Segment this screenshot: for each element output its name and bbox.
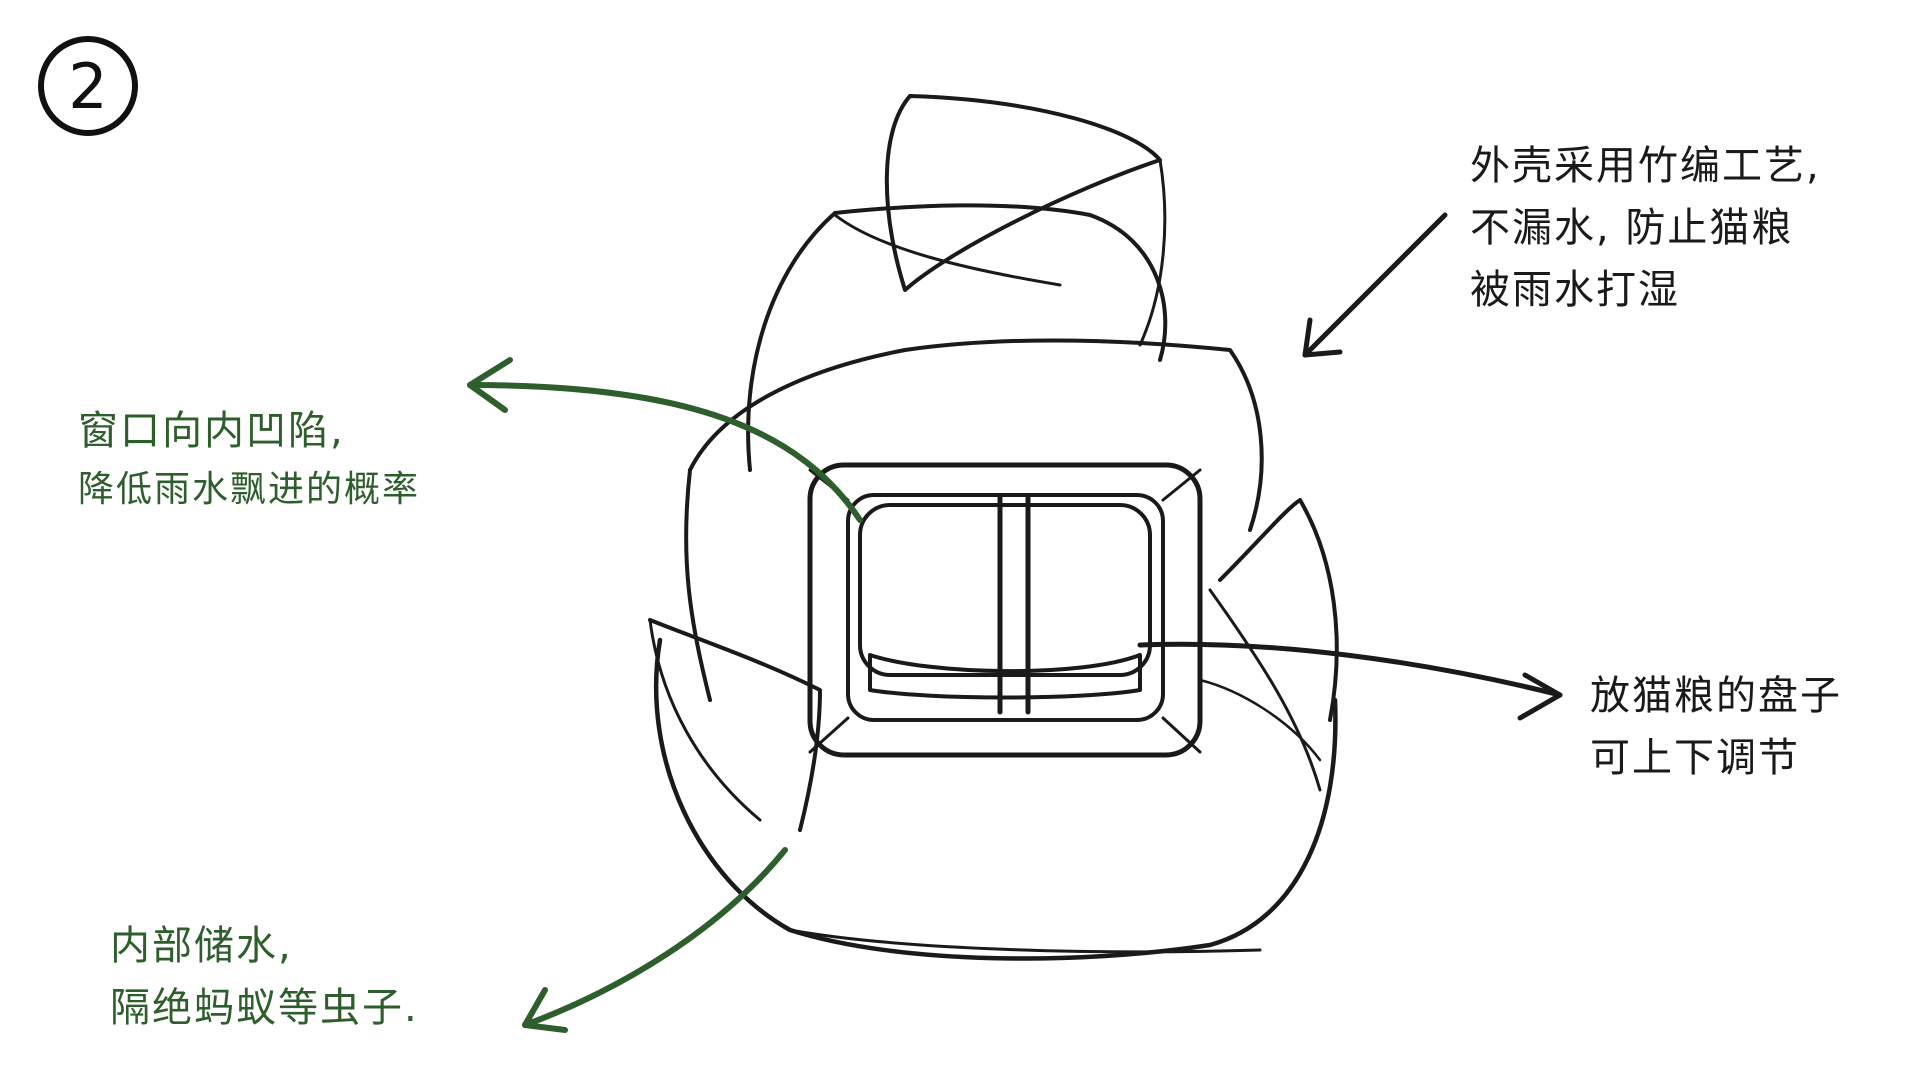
lower-right-leaf: [1218, 498, 1339, 722]
shell-note-line: 外壳采用竹编工艺,: [1470, 143, 1821, 189]
tray-note-line: 放猫粮的盘子: [1590, 673, 1842, 719]
lower-left-leaf-edge: [648, 618, 762, 822]
food-tray: [868, 653, 1142, 700]
window-arrow: [467, 357, 863, 523]
base-note-line: 隔绝蚂蚁等虫子.: [110, 985, 419, 1031]
base-bottom: [788, 928, 1262, 954]
tray-note-line: 可上下调节: [1590, 735, 1800, 781]
upper-leaf: [746, 203, 1168, 472]
top-leaf: [884, 94, 1162, 292]
window-note: 窗口向内凹陷, 降低雨水飘进的概率: [78, 400, 420, 518]
window-note-line: 降低雨水飘进的概率: [78, 469, 421, 510]
window-divider: [997, 495, 1031, 715]
tray-arrow: [1137, 641, 1563, 721]
base-bowl: [654, 637, 1338, 961]
tray-note: 放猫粮的盘子 可上下调节: [1590, 665, 1842, 789]
window-inner-frame: [846, 493, 1165, 722]
top-leaf-inner: [1138, 158, 1167, 347]
window-outer-frame: [807, 462, 1203, 758]
middle-leaf-left: [684, 468, 712, 702]
shell-arrow: [1302, 212, 1448, 358]
step-number-badge: 2: [38, 36, 138, 136]
base-arrow: [522, 847, 788, 1033]
lower-right-leaf-inner: [1208, 588, 1322, 792]
shell-note-line: 不漏水, 防止猫粮: [1470, 205, 1794, 251]
base-note-line: 内部储水,: [110, 923, 293, 969]
base-note: 内部储水, 隔绝蚂蚁等虫子.: [110, 915, 419, 1039]
middle-leaf: [688, 338, 1264, 532]
upper-leaf-edge: [833, 213, 1062, 287]
lower-left-leaf: [648, 618, 822, 832]
step-number: 2: [68, 49, 108, 123]
window-note-line: 窗口向内凹陷,: [78, 408, 345, 454]
shell-note-line: 被雨水打湿: [1470, 267, 1680, 313]
window-opening: [858, 503, 1152, 677]
shell-note: 外壳采用竹编工艺, 不漏水, 防止猫粮 被雨水打湿: [1470, 135, 1821, 321]
body-band: [1198, 678, 1322, 762]
